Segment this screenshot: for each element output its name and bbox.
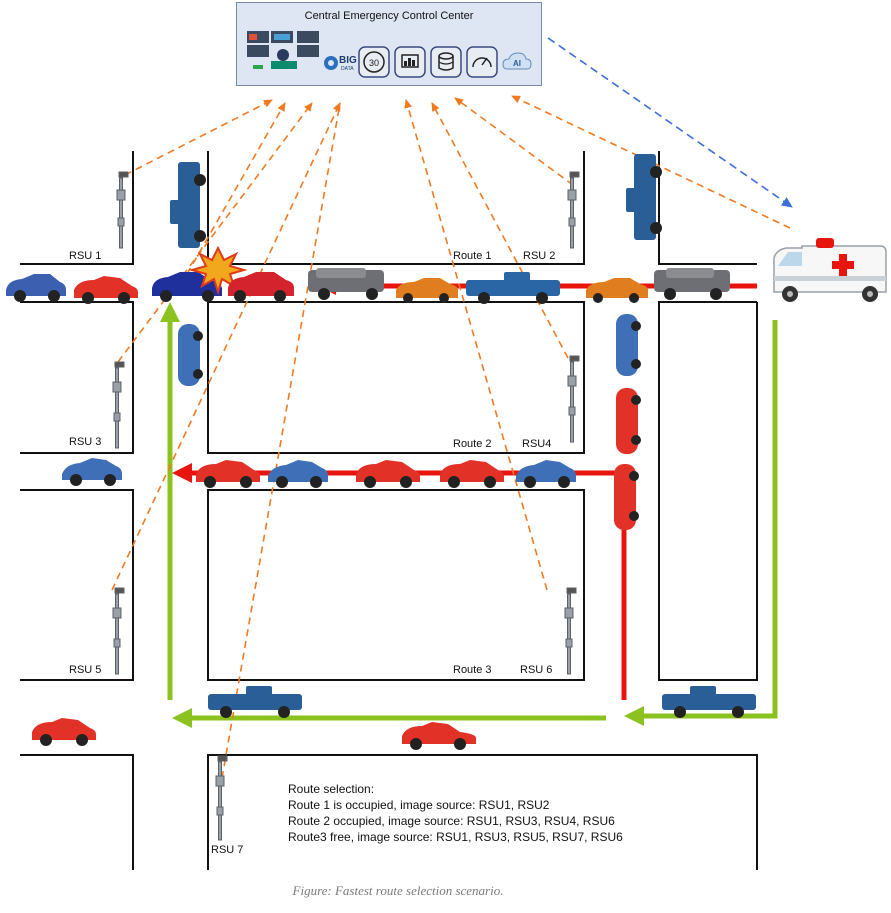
car-icon xyxy=(32,718,96,746)
route-selection-line: Route3 free, image source: RSU1, RSU3, R… xyxy=(288,830,623,844)
car-icon xyxy=(6,274,66,302)
rsu-3-label: RSU 3 xyxy=(69,436,102,448)
car-icon xyxy=(586,278,648,303)
rsu-data-links xyxy=(111,95,791,779)
big-data-icon: BIG DATA xyxy=(324,55,357,72)
rsu-5-label: RSU 5 xyxy=(69,664,102,676)
pickup-truck-icon xyxy=(466,272,560,304)
rsu-2-label: RSU 2 xyxy=(523,250,556,262)
car-icon xyxy=(616,388,641,454)
svg-text:30: 30 xyxy=(369,58,379,68)
car-icon xyxy=(74,276,138,304)
route-2-occupied xyxy=(172,463,627,700)
car-icon xyxy=(402,722,476,750)
route-3-free xyxy=(160,302,778,728)
svg-text:BIG: BIG xyxy=(339,55,357,66)
rsu-2-pole-icon xyxy=(567,171,580,249)
ambulance-icon xyxy=(773,238,887,302)
rsu-1-pole-icon xyxy=(116,171,129,249)
pickup-truck-icon xyxy=(208,686,302,718)
pickup-truck-icon xyxy=(626,154,662,240)
rsu-6-pole-icon xyxy=(564,587,577,675)
monitoring-screens-icon xyxy=(247,31,319,69)
road-edges xyxy=(20,151,758,870)
rsu-4-pole-icon xyxy=(567,355,580,443)
route-selection-line: Route 2 occupied, image source: RSU1, RS… xyxy=(288,814,615,828)
dashboard-chart-icon xyxy=(394,46,426,78)
figure-caption: Figure: Fastest route selection scenario… xyxy=(292,883,504,898)
car-icon xyxy=(62,458,122,486)
ai-cloud-icon: AI xyxy=(502,52,532,70)
rsu-3-pole-icon xyxy=(112,361,125,449)
car-icon xyxy=(268,460,328,488)
pickup-truck-icon xyxy=(170,162,206,248)
car-icon xyxy=(614,464,639,530)
rsu-5-pole-icon xyxy=(112,587,125,675)
rsu-6-label: RSU 6 xyxy=(520,664,553,676)
pickup-truck-icon xyxy=(662,686,756,718)
route-selection-heading: Route selection: xyxy=(288,782,375,796)
car-icon xyxy=(308,268,384,300)
route-2-label: Route 2 xyxy=(453,438,492,450)
car-icon xyxy=(616,314,641,376)
rsu-poles xyxy=(112,171,580,841)
rsu-1-label: RSU 1 xyxy=(69,250,102,262)
route-selection-line: Route 1 is occupied, image source: RSU1,… xyxy=(288,798,550,812)
svg-text:AI: AI xyxy=(513,59,521,68)
rsu-7-pole-icon xyxy=(215,755,228,841)
car-icon xyxy=(440,460,504,488)
car-icon xyxy=(196,460,260,488)
collision-burst-icon xyxy=(188,245,248,296)
speedometer-icon xyxy=(466,46,498,78)
database-icon xyxy=(430,46,462,78)
control-center-title: Central Emergency Control Center xyxy=(304,10,474,22)
route-selection-notes: Route selection: Route 1 is occupied, im… xyxy=(288,781,623,845)
rsu-4-label: RSU4 xyxy=(522,438,552,450)
control-center-panel: Central Emergency Control Center BIG DAT… xyxy=(236,2,542,86)
rsu-7-label: RSU 7 xyxy=(211,844,244,856)
car-icon xyxy=(356,460,420,488)
svg-text:DATA: DATA xyxy=(341,66,354,72)
vehicles xyxy=(6,154,887,750)
crashed-car-icon xyxy=(228,272,294,302)
car-icon xyxy=(396,278,458,303)
route-3-label: Route 3 xyxy=(453,664,492,676)
ambulance-link xyxy=(547,37,793,208)
timer-30-icon: 30 xyxy=(358,46,390,78)
car-icon xyxy=(516,460,576,488)
route-1-label: Route 1 xyxy=(453,250,492,262)
car-icon xyxy=(654,268,730,300)
car-icon xyxy=(178,324,203,386)
control-center-icons: BIG DATA 30 AI xyxy=(247,31,532,78)
